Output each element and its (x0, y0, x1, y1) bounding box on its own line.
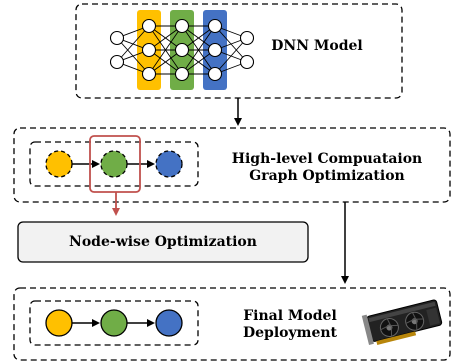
network-nodes (109, 18, 255, 82)
graph-node-green (100, 150, 128, 178)
hidden-node (174, 42, 190, 58)
output-node (239, 30, 255, 46)
node-opt-box (17, 221, 309, 263)
final-node-green (100, 309, 128, 337)
node-opt-label: Node-wise Optimization (69, 234, 257, 250)
graphics-card-icon (361, 299, 443, 345)
input-node (109, 54, 125, 70)
dnn-model-label: DNN Model (271, 38, 363, 54)
final-deploy-label-line2: Deployment (243, 325, 337, 341)
final-deploy-label-line1: Final Model (243, 308, 337, 324)
output-node (239, 54, 255, 70)
graph-opt-label-line1: High-level Compuataion (231, 151, 423, 167)
final-node-yellow (45, 309, 73, 337)
graph-node-blue (155, 150, 183, 178)
input-node (109, 30, 125, 46)
hidden-node (174, 18, 190, 34)
hidden-node (207, 42, 223, 58)
hidden-node (141, 66, 157, 82)
final-node-blue (155, 309, 183, 337)
hidden-node (207, 18, 223, 34)
graph-opt-label-line2: Graph Optimization (249, 168, 405, 184)
graph-node-yellow (45, 150, 73, 178)
hidden-node (141, 42, 157, 58)
hidden-node (174, 66, 190, 82)
hidden-node (141, 18, 157, 34)
hidden-node (207, 66, 223, 82)
selected-node-highlight (89, 135, 141, 193)
